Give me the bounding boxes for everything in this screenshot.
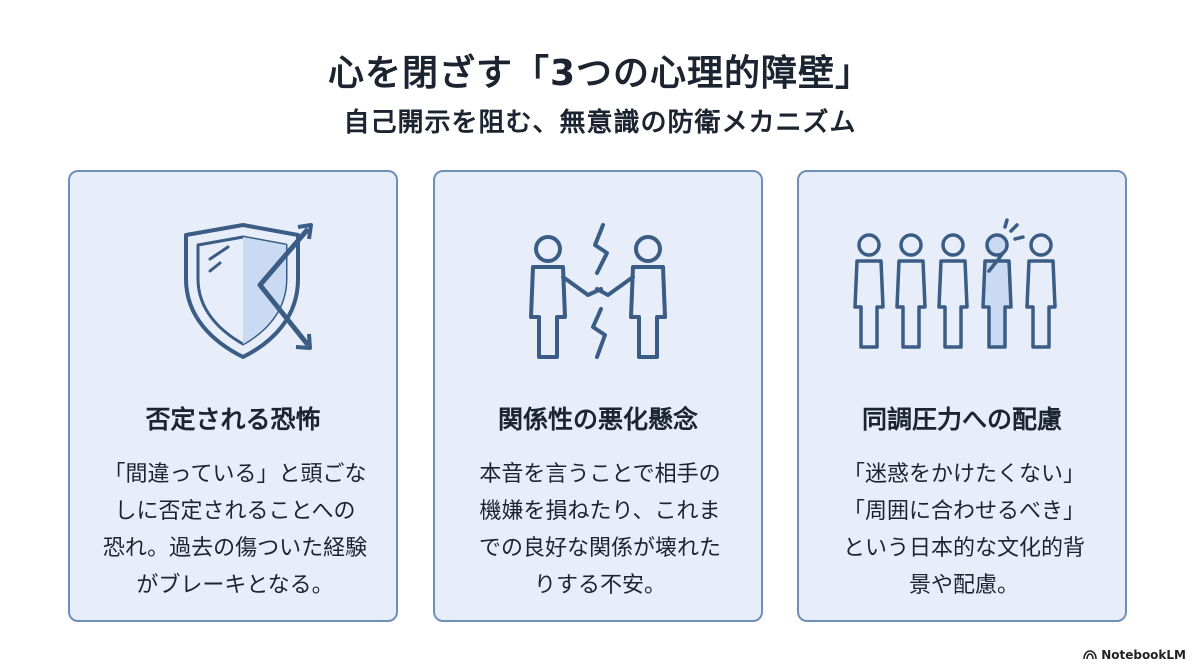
footer-brand: NotebookLM [1083, 648, 1186, 662]
card-body-line: 景や配慮。 [908, 573, 1019, 598]
card-title: 否定される恐怖 [145, 405, 321, 434]
card-body-line: 「迷惑をかけたくない」 [842, 462, 1085, 487]
card-title: 関係性の悪化懸念 [497, 405, 698, 434]
card-body: 本音を言うことで相手の 機嫌を損ねたり、これま での良好な関係が壊れた りする不… [459, 456, 741, 604]
group-conformity-icon [799, 212, 1125, 372]
card-body-line: という日本的な文化的背 [842, 536, 1085, 561]
card-body: 「迷惑をかけたくない」 「周囲に合わせるべき」 という日本的な文化的背 景や配慮… [823, 456, 1105, 604]
card-body-line: がブレーキとなる。 [136, 573, 334, 598]
card-body-line: りする不安。 [533, 573, 666, 598]
card-body-line: 機嫌を損ねたり、これま [479, 499, 721, 524]
card-conformity-pressure: 同調圧力への配慮 「迷惑をかけたくない」 「周囲に合わせるべき」 という日本的な… [797, 170, 1127, 622]
page-subtitle: 自己開示を阻む、無意識の防衛メカニズム [343, 108, 857, 138]
card-body: 「間違っている」と頭ごな しに否定されることへの 恐れ。過去の傷ついた経験 がブ… [94, 456, 376, 604]
card-body-line: での良好な関係が壊れた [478, 536, 721, 561]
card-fear-of-denial: 否定される恐怖 「間違っている」と頭ごな しに否定されることへの 恐れ。過去の傷… [68, 170, 398, 622]
card-body-line: しに否定されることへの [114, 499, 356, 524]
page-title: 心を閉ざす「3つの心理的障壁」 [327, 53, 873, 94]
card-title: 同調圧力への配慮 [861, 405, 1062, 434]
broken-relationship-icon [435, 212, 761, 372]
card-body-line: 「周囲に合わせるべき」 [842, 499, 1085, 524]
shield-deflect-icon [70, 212, 396, 372]
card-body-line: 本音を言うことで相手の [479, 462, 721, 487]
notebooklm-logo-icon [1083, 650, 1097, 660]
card-body-line: 「間違っている」と頭ごな [103, 462, 367, 487]
card-relationship-concern: 関係性の悪化懸念 本音を言うことで相手の 機嫌を損ねたり、これま での良好な関係… [433, 170, 763, 622]
brand-label: NotebookLM [1101, 648, 1186, 662]
card-body-line: 恐れ。過去の傷ついた経験 [102, 536, 368, 561]
